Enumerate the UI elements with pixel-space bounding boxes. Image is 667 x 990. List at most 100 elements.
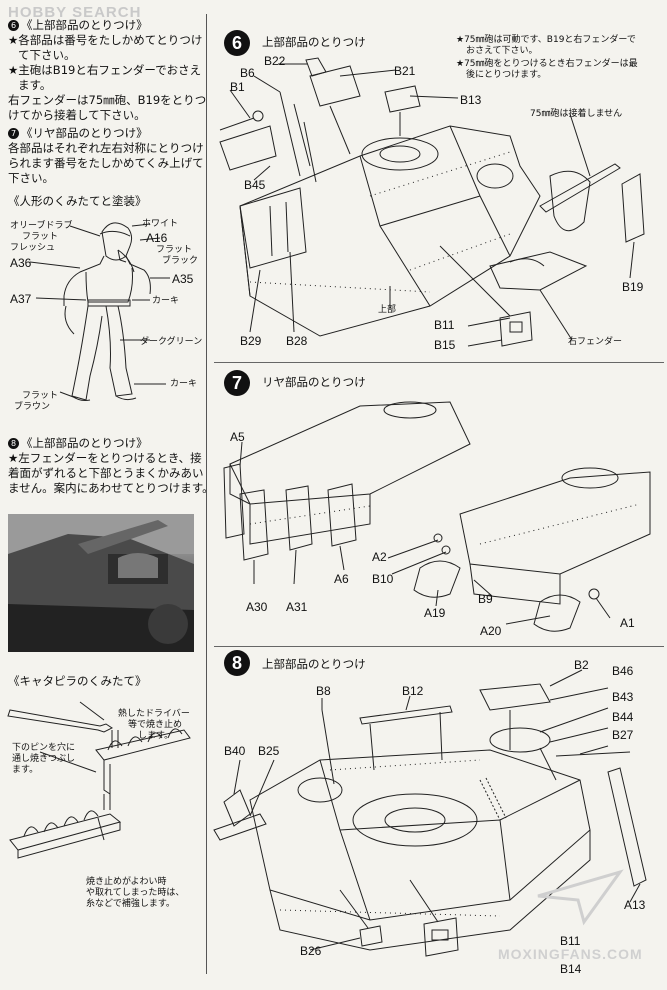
step8-diagram (213, 669, 647, 957)
left-sec8-text: 8《上部部品のとりつけ》 ★左フェンダーをとりつけるとき、接 着面がずれると下部… (8, 436, 214, 496)
step6-note2-line1: ★75㎜砲をとりつけるとき右フェンダーは最 (456, 59, 638, 69)
step8-part-b40: B40 (224, 744, 246, 758)
left-sec7-text: 7《リヤ部品のとりつけ》 各部品はそれぞれ左右対称にとりつけ られます番号をたし… (8, 126, 204, 186)
step8-part-b12: B12 (402, 684, 424, 698)
step6-part-b11: B11 (434, 318, 455, 332)
watermark-logo-icon (537, 869, 624, 926)
watermark-moxingfans: MOXINGFANS.COM (498, 946, 643, 962)
sec6-heading: 《上部部品のとりつけ》 (21, 18, 148, 32)
part-a16: A16 (146, 231, 168, 245)
step6-upper-label: 上部 (378, 305, 397, 315)
step7-part-a31: A31 (286, 600, 308, 614)
part-a37: A37 (10, 292, 32, 306)
step7-part-a5: A5 (230, 430, 245, 444)
label-white: ホワイト (142, 219, 179, 229)
step6-note2-line2: 後にとりつけます。 (466, 70, 547, 80)
step6-part-b6: B6 (240, 66, 255, 80)
track-note-2-line-3: ます。 (12, 765, 39, 775)
step7-part-a2: A2 (372, 550, 387, 564)
step6-part-b28: B28 (286, 334, 308, 348)
sec6-line: て下さい。 (18, 48, 76, 62)
step6-7-divider (214, 362, 664, 363)
sec7-line: 各部品はそれぞれ左右対称にとりつけ (8, 141, 204, 155)
step7-part-a6: A6 (334, 572, 349, 586)
label-flat-brown-1: フラット (22, 391, 59, 401)
left-sec6-text: 6《上部部品のとりつけ》 ★各部品は番号をたしかめてとりつけ て下さい。 ★主砲… (8, 18, 206, 123)
label-khaki-2: カーキ (170, 379, 198, 389)
sec8-number-badge: 8 (8, 438, 19, 449)
step6-note1-line1: ★75㎜砲は可動です、B19と右フェンダーで (456, 35, 636, 45)
step7-diagram (223, 401, 651, 632)
step6-part-b13: B13 (460, 93, 482, 107)
tank-photo (8, 514, 194, 652)
sec7-heading: 《リヤ部品のとりつけ》 (21, 126, 148, 140)
track-illustration (7, 701, 191, 859)
label-dark-green: ダークグリーン (140, 337, 203, 347)
sec6-line: けてから接着して下さい。 (8, 108, 146, 122)
track-note-3-line-3: 糸などで補強します。 (86, 899, 175, 909)
step6-part-b1: B1 (230, 80, 245, 94)
step6-part-b45: B45 (244, 178, 266, 192)
watermark-hobbysearch: HOBBY SEARCH (8, 4, 142, 21)
step7-8-divider (214, 646, 664, 647)
track-note-1-line-3: します。 (138, 731, 174, 741)
sec8-heading: 《上部部品のとりつけ》 (21, 436, 148, 450)
step6-number: 6 (224, 30, 250, 56)
label-flat-black-2: ブラック (162, 256, 199, 266)
label-flat-black-1: フラット (156, 245, 193, 255)
sec7-number-badge: 7 (8, 128, 19, 139)
step7-part-b10: B10 (372, 572, 394, 586)
part-a36: A36 (10, 256, 32, 270)
step6-gun-note: 75㎜砲は接着しません (530, 109, 623, 119)
step6-part-b19: B19 (622, 280, 644, 294)
step8-part-a13: A13 (624, 898, 646, 912)
step8-title: 上部部品のとりつけ (262, 657, 366, 671)
track-note-2-line-2: 通し焼きつぶし (12, 754, 76, 764)
step7-part-b9: B9 (478, 592, 493, 606)
figure-illustration (29, 222, 170, 401)
step8-number: 8 (224, 650, 250, 676)
step6-title: 上部部品のとりつけ (262, 35, 366, 49)
sec6-number-badge: 6 (8, 20, 19, 31)
step8-part-b8: B8 (316, 684, 331, 698)
track-note-3-line-2: や取れてしまった時は、 (86, 888, 185, 898)
step8-part-b14: B14 (560, 962, 582, 976)
step8-part-b2: B2 (574, 658, 589, 672)
step8-part-b43: B43 (612, 690, 634, 704)
sec8-line: ません。案内にあわせてとりつけます。 (8, 481, 214, 495)
step7-part-a1: A1 (620, 616, 635, 630)
step6-part-b29: B29 (240, 334, 262, 348)
track-heading: 《キャタピラのくみたて》 (8, 674, 147, 688)
part-a35: A35 (172, 272, 194, 286)
step6-part-b21: B21 (394, 64, 416, 78)
step8-part-b25: B25 (258, 744, 280, 758)
step7-title: リヤ部品のとりつけ (262, 375, 366, 389)
track-note-1-line-2: 等で焼き止め (128, 720, 183, 730)
sec6-line: 右フェンダーは75㎜砲、B19をとりつ (8, 93, 207, 107)
step7-number: 7 (224, 370, 250, 396)
step6-right-fender-label: 右フェンダー (568, 337, 623, 347)
step6-part-b22: B22 (264, 54, 286, 68)
track-note-2-line-1: 下のピンを穴に (12, 743, 76, 753)
sec7-line: られます番号をたしかめてくみ上げて (8, 156, 204, 170)
step8-part-b27: B27 (612, 728, 634, 742)
column-divider (206, 14, 207, 974)
step7-part-a30: A30 (246, 600, 268, 614)
step6-diagram (219, 57, 645, 347)
sec8-line: 着面がずれると下部とうまくかみあい (8, 466, 204, 480)
track-note-1-line-1: 熱したドライバー (118, 709, 190, 719)
step8-part-b11: B11 (560, 934, 581, 948)
sec6-line: ます。 (18, 78, 52, 92)
step6-note1-line2: おさえて下さい。 (466, 46, 538, 56)
sec7-line: 下さい。 (8, 171, 54, 185)
label-flat-brown-2: ブラウン (14, 402, 51, 412)
label-flat: フラット (22, 232, 59, 242)
step8-part-b46: B46 (612, 664, 634, 678)
label-olive-drab: オリーブドラブ (10, 221, 73, 231)
sec6-line: ★主砲はB19と右フェンダーでおさえ (8, 63, 202, 77)
step8-part-b44: B44 (612, 710, 634, 724)
sec8-line: ★左フェンダーをとりつけるとき、接 (8, 451, 202, 465)
label-flesh: フレッシュ (10, 243, 56, 253)
figure-heading: 《人形のくみたてと塗装》 (8, 194, 147, 208)
label-khaki-1: カーキ (152, 296, 180, 306)
